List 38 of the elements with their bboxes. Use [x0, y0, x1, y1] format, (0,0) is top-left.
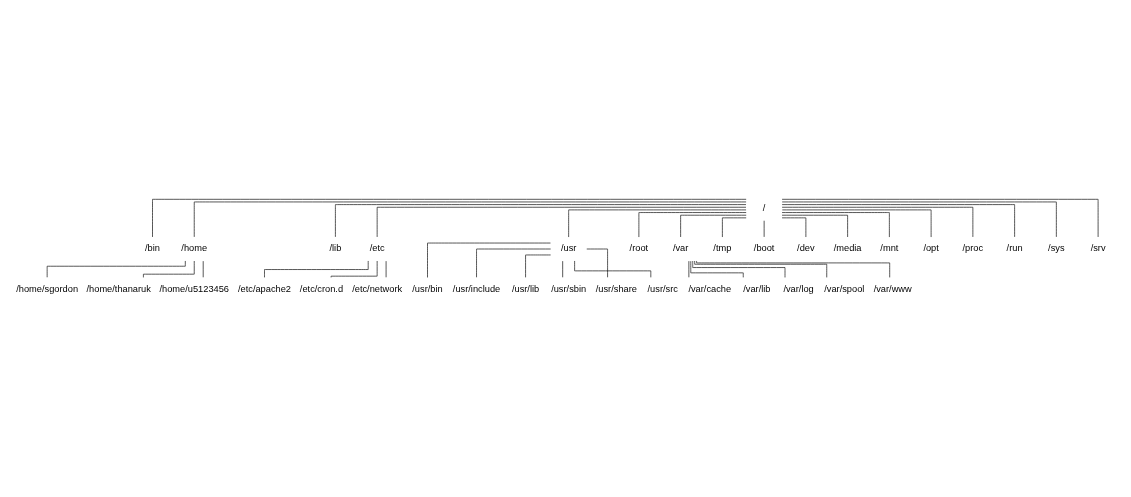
node-text: /etc/network	[352, 283, 403, 294]
node-text: /tmp	[713, 242, 732, 253]
node-text: /media	[833, 242, 862, 253]
node-text: /bin	[145, 242, 160, 253]
node-text: /boot	[753, 242, 775, 253]
node-text: /etc/apache2	[237, 283, 292, 294]
node-text: /srv	[1090, 242, 1106, 253]
node-text: /dev	[797, 242, 815, 253]
node-text: /var/www	[873, 283, 912, 294]
node-text: /var/cache	[688, 283, 732, 294]
node-text: /usr/include	[452, 283, 501, 294]
node-text: /root	[629, 242, 649, 253]
node-text: /opt	[923, 242, 939, 253]
node-text: /sys	[1048, 242, 1065, 253]
node-text: /usr/share	[595, 283, 637, 294]
connector	[692, 260, 786, 278]
node-text: /usr/sbin	[551, 283, 587, 294]
node-text: /home/sgordon	[16, 283, 79, 294]
node-text: /home	[181, 242, 208, 253]
node-text: /mnt	[880, 242, 899, 253]
node-text: /home/thanaruk	[86, 283, 151, 294]
node-text: /	[762, 202, 766, 213]
node-text: /usr/bin	[412, 283, 443, 294]
node-text: /lib	[329, 242, 342, 253]
node-text: /var/spool	[824, 283, 865, 294]
connector	[586, 248, 608, 278]
connector	[427, 242, 551, 278]
node-text: /var	[672, 242, 689, 253]
node-text: /proc	[962, 242, 984, 253]
node-text: /usr	[560, 242, 577, 253]
node-text: /usr/src	[647, 283, 678, 294]
node-text: /usr/lib	[511, 283, 540, 294]
node-text: /var/lib	[743, 283, 771, 294]
node-text: /var/log	[783, 283, 814, 294]
node-text: /etc/cron.d	[299, 283, 344, 294]
node-text: /run	[1006, 242, 1023, 253]
node-text: /home/u5123456	[159, 283, 230, 294]
node-text: /etc	[369, 242, 385, 253]
